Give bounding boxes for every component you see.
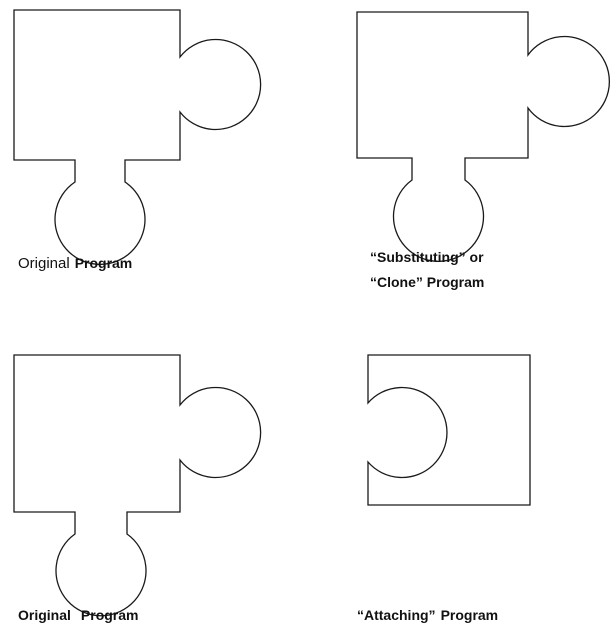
piece-clone-top-right: [356, 11, 610, 262]
caption-word-program: Program: [74, 255, 133, 271]
caption-attaching-program: “Attaching”Program: [357, 608, 498, 622]
puzzle-piece-attaching-outline: [367, 354, 531, 506]
puzzle-piece-clone-outline: [356, 11, 610, 262]
puzzle-piece-original-outline: [13, 354, 262, 617]
caption-line-clone: “Clone” Program: [370, 274, 485, 290]
caption-word-attaching: “Attaching”: [357, 607, 436, 623]
caption-line-substituting: “Substituting” or: [370, 249, 484, 265]
caption-word-program: Program: [80, 607, 139, 623]
piece-attaching-bottom-right: [367, 354, 531, 506]
caption-word-original: Original: [18, 607, 71, 623]
puzzle-piece-original-outline: [13, 9, 262, 266]
piece-original-top-left: [13, 9, 262, 266]
piece-original-bottom-left: [13, 354, 262, 617]
caption-word-program: Program: [440, 607, 499, 623]
caption-word-original: Original: [18, 255, 70, 272]
caption-original-program-bottom: Original Program: [18, 608, 138, 622]
caption-substituting-clone-program: “Substituting” or “Clone” Program: [370, 250, 484, 289]
